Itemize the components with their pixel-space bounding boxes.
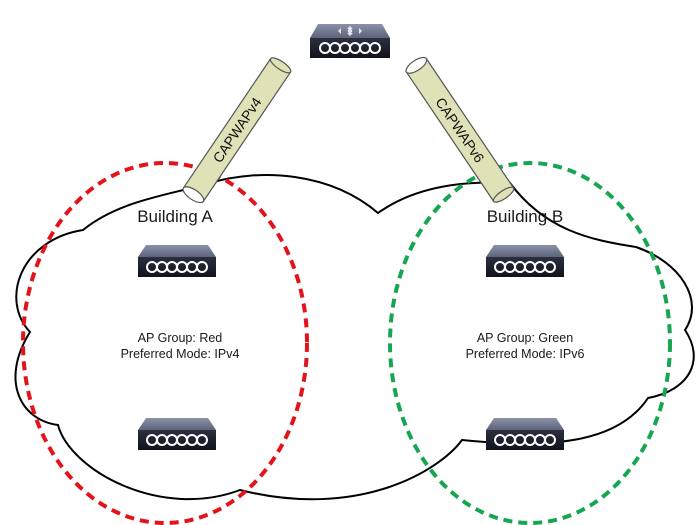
access-point-icon xyxy=(486,245,564,277)
capwapv6-label: CAPWAPv6 xyxy=(432,94,487,165)
building-b-boundary xyxy=(388,161,672,525)
building-b-title: Building B xyxy=(487,207,564,226)
capwapv6-tunnel: CAPWAPv6 xyxy=(405,56,515,203)
capwapv4-label: CAPWAPv4 xyxy=(209,94,264,165)
access-point-icon xyxy=(138,245,216,277)
building-a-title: Building A xyxy=(137,207,213,226)
building-a-group: AP Group: Red xyxy=(138,331,223,345)
wireless-lan-controller-icon xyxy=(310,24,390,58)
building-a-mode: Preferred Mode: IPv4 xyxy=(121,347,240,361)
building-a-boundary xyxy=(21,161,309,525)
building-b-mode: Preferred Mode: IPv6 xyxy=(466,347,585,361)
access-point-icon xyxy=(486,418,564,450)
cloud-icon xyxy=(14,174,695,501)
access-point-icon xyxy=(138,418,216,450)
building-b-group: AP Group: Green xyxy=(477,331,573,345)
